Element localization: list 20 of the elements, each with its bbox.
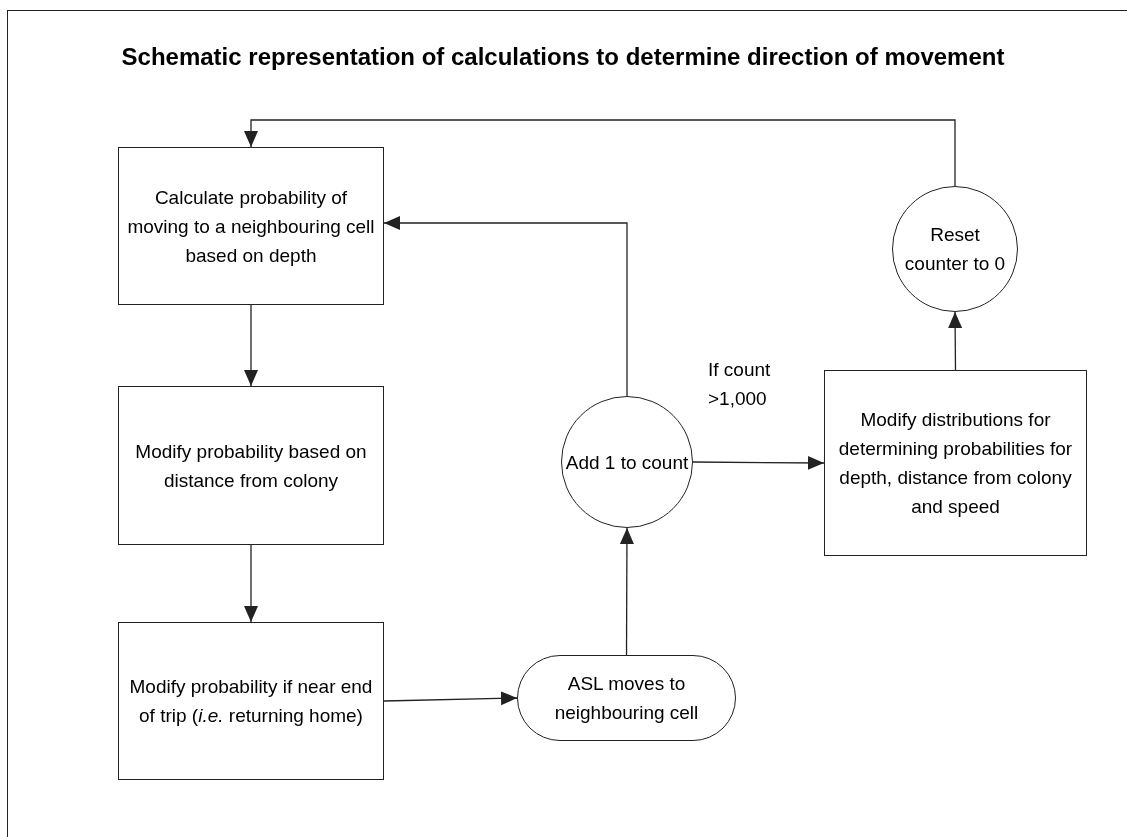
node-text: Modify probability based on distance from colony: [134, 439, 368, 493]
arrow: [244, 544, 258, 623]
process-box: [118, 386, 384, 545]
node-text: ASL moves to neighbouring cell: [553, 672, 700, 725]
arrow: [383, 216, 628, 397]
diagram-title: Schematic representation of calculations to determine direction of movement: [120, 42, 1006, 72]
arrow: [619, 527, 634, 656]
arrow: [692, 455, 825, 470]
node-text: Reset counter to 0: [903, 223, 1007, 276]
arrow: [383, 691, 518, 706]
node-text: Calculate probability of moving to a neighbouring cell based on depth: [126, 185, 376, 268]
node-text: Add 1 to count: [565, 450, 689, 475]
arrow: [948, 311, 963, 371]
process-box: [118, 622, 384, 780]
process-box: [118, 147, 384, 305]
node-text: Modify distributions for determining probabilities for depth, distance from colony and speed: [837, 408, 1074, 519]
process-box: [824, 370, 1087, 556]
arrow: [244, 304, 258, 387]
arrow: [244, 119, 956, 187]
node-text: Modify probability if near end of trip (i.e. returning home): [128, 675, 374, 728]
